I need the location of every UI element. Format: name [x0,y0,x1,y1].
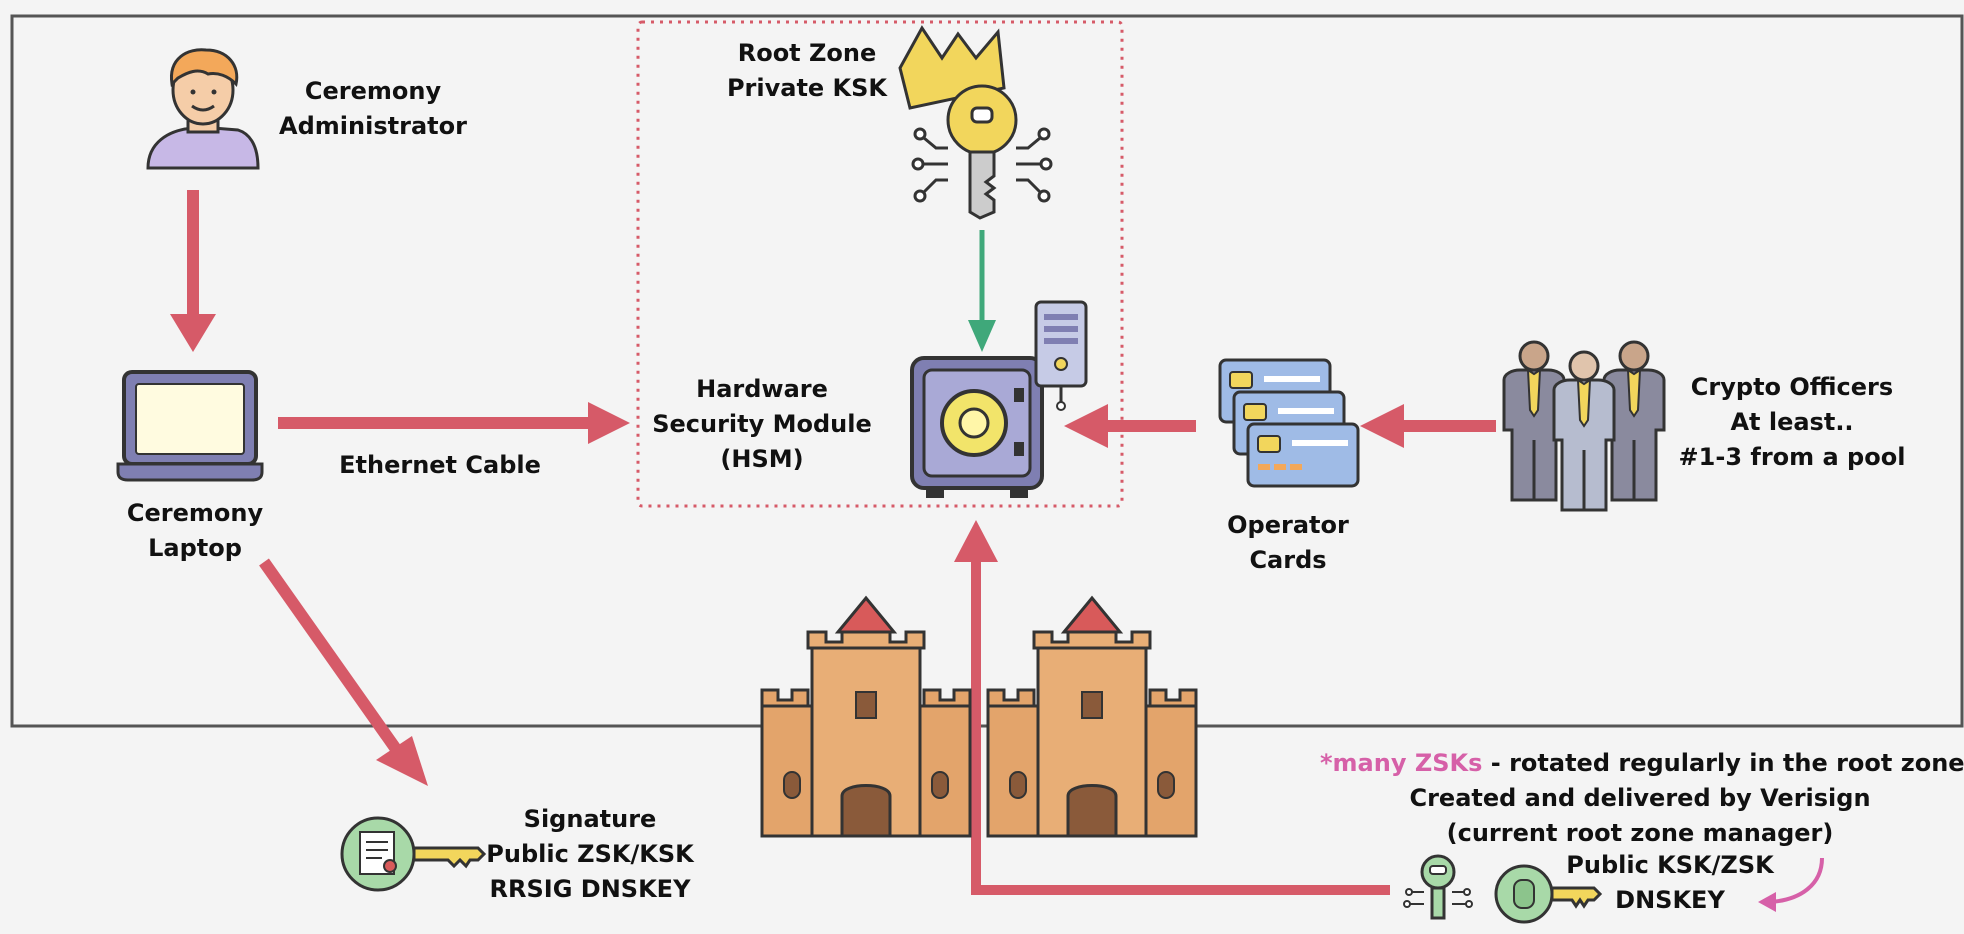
zsk-highlight: *many ZSKs [1320,749,1483,777]
operator-cards-icon [1218,358,1360,488]
ceremony-laptop-label: Ceremony Laptop [126,499,264,562]
root-zone-ksk-label: Root Zone Private KSK [726,39,888,102]
crowned-key-icon [898,25,1053,220]
zsk-note: *many ZSKs - rotated regularly in the ro… [1320,749,1964,847]
cards-to-hsm-arrow [1064,404,1196,448]
hsm-safe-icon [910,356,1044,498]
castle-icon [760,595,972,838]
public-keys-to-hsm-arrow [954,520,1390,895]
ksk-to-hsm-arrow [968,230,996,352]
zsk-note-rest: - rotated regularly in the root zone [1482,749,1964,777]
ethernet-arrow [278,402,630,444]
laptop-icon [116,370,264,482]
ethernet-cable-label: Ethernet Cable [339,451,541,479]
public-key-icon [1494,864,1603,924]
server-tower-icon [1034,300,1088,411]
ceremony-admin-icon [146,48,260,170]
public-keys-label: Public KSK/ZSK DNSKEY [1566,851,1774,914]
crypto-officers-icon [1502,340,1666,512]
officers-to-cards-arrow [1360,404,1496,448]
hsm-boundary [636,20,1124,508]
ceremony-admin-label: Ceremony Administrator [279,77,467,140]
castle-icon [986,595,1198,838]
hsm-label: Hardware Security Module (HSM) [652,375,872,473]
zsk-curved-arrow [1758,857,1824,912]
public-key-icon [1403,854,1473,920]
signature-label: Signature Public ZSK/KSK RRSIG DNSKEY [486,805,694,903]
laptop-to-signature-arrow [259,558,428,786]
operator-cards-label: Operator Cards [1227,511,1349,574]
admin-to-laptop-arrow [170,190,216,352]
signature-key-icon [340,816,487,892]
crypto-officers-label: Crypto Officers At least.. #1-3 from a p… [1678,373,1906,471]
